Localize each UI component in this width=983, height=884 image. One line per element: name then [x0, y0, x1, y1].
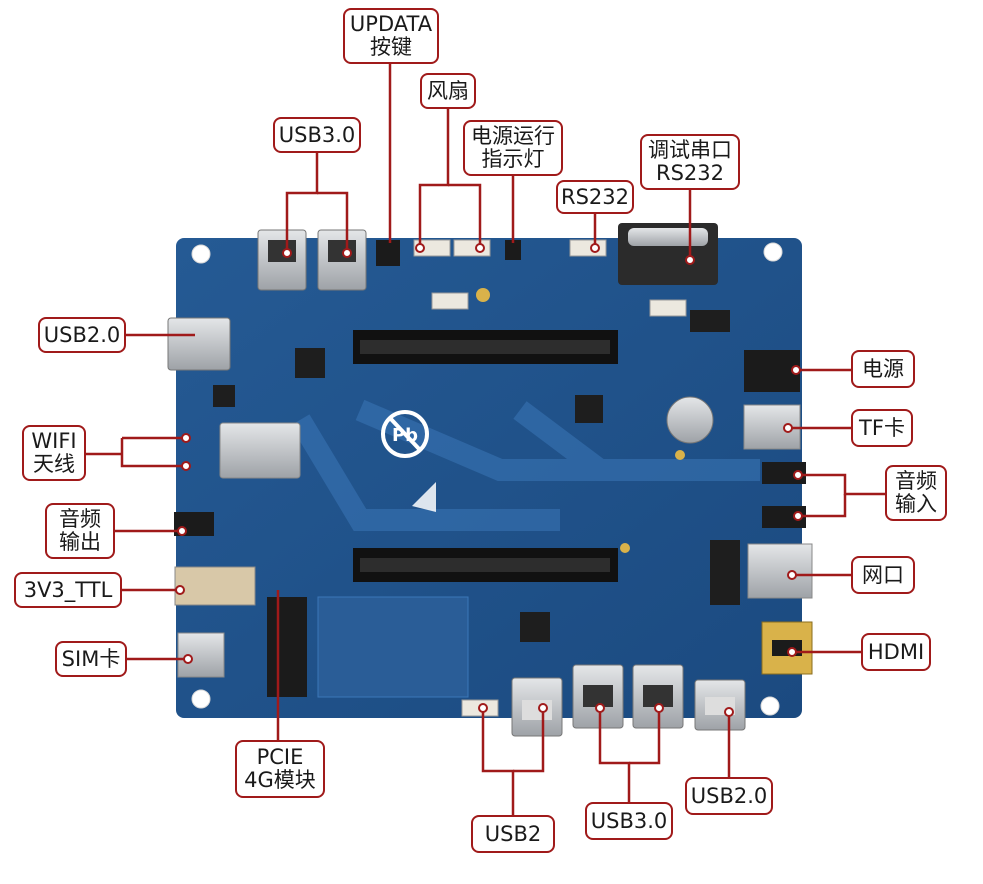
label-ttl-text: 3V3_TTL: [23, 577, 113, 602]
label-audio-out: 音频 输出: [45, 503, 115, 559]
gold-pads: [476, 288, 685, 553]
wifi-module: [219, 422, 301, 479]
label-wifi: WIFI 天线: [22, 425, 86, 481]
label-fan: 风扇: [420, 73, 476, 109]
label-audio-in: 音频 输入: [885, 465, 947, 521]
label-usb30-bottom: USB3.0: [585, 802, 673, 840]
label-usb20-left: USB2.0: [38, 317, 126, 353]
label-audio-in-line2: 输入: [895, 492, 937, 516]
label-usb20-bottom: USB2.0: [685, 777, 773, 815]
label-updata-button: UPDATA 按键: [343, 8, 439, 64]
label-ethernet: 网口: [851, 556, 915, 594]
label-updata-line1: UPDATA: [349, 12, 433, 36]
usb30-bottom-ports: [572, 664, 684, 729]
db9-serial-port: [618, 223, 718, 285]
label-wifi-line1: WIFI: [31, 429, 77, 453]
power-led: [505, 240, 521, 260]
label-usb20-left-text: USB2.0: [43, 322, 121, 347]
label-usb30-top: USB3.0: [273, 117, 361, 153]
coin-battery: [666, 396, 714, 444]
small-connector: [431, 292, 469, 310]
label-debug-serial-line1: 调试串口: [648, 138, 732, 162]
label-power-led-line2: 指示灯: [481, 147, 545, 171]
small-connector-2: [649, 299, 687, 317]
leader-dots: [175, 243, 803, 717]
label-ethernet-text: 网口: [862, 562, 904, 587]
label-debug-serial: 调试串口 RS232: [640, 134, 740, 190]
label-power-led-line1: 电源运行: [471, 124, 555, 148]
updata-button: [376, 240, 400, 266]
pcie-slot: [267, 597, 307, 697]
label-usb2-bottom: USB2: [471, 815, 555, 853]
label-tf-card: TF卡: [851, 409, 913, 447]
label-sim: SIM卡: [55, 641, 127, 677]
label-updata-line2: 按键: [370, 35, 412, 59]
label-hdmi: HDMI: [861, 633, 931, 671]
usb20-left-port: [167, 317, 231, 371]
warning-triangle-icon: [412, 482, 436, 512]
label-ttl: 3V3_TTL: [14, 572, 122, 608]
label-pcie-line1: PCIE: [256, 745, 304, 769]
expansion-slot-bottom: [353, 548, 618, 582]
label-fan-text: 风扇: [427, 78, 469, 103]
no-lead-icon: [381, 410, 429, 458]
label-audio-in-line1: 音频: [895, 469, 937, 493]
label-power-led: 电源运行 指示灯: [463, 120, 563, 176]
label-usb30-bottom-text: USB3.0: [590, 808, 668, 833]
label-usb20-bottom-text: USB2.0: [690, 783, 768, 808]
label-sim-text: SIM卡: [61, 646, 121, 671]
label-usb30-top-text: USB3.0: [278, 122, 356, 147]
label-audio-out-line2: 输出: [59, 530, 101, 554]
power-jack: [744, 350, 800, 392]
label-power-text: 电源: [862, 356, 904, 381]
label-tf-card-text: TF卡: [859, 415, 905, 440]
usb2-bottom-port: [511, 677, 563, 737]
expansion-slot-top: [353, 330, 618, 364]
label-pcie: PCIE 4G模块: [235, 740, 325, 798]
label-debug-serial-line2: RS232: [655, 161, 724, 185]
label-power: 电源: [851, 350, 915, 388]
label-rs232-text: RS232: [561, 184, 630, 209]
label-pcie-line2: 4G模块: [244, 768, 316, 792]
pcie-card-area: [317, 596, 469, 698]
ethernet-port: [747, 543, 813, 599]
label-audio-out-line1: 音频: [59, 507, 101, 531]
label-hdmi-text: HDMI: [867, 639, 925, 664]
usb20-bottom-port: [694, 679, 746, 731]
no-lead-icon-text: Pb: [392, 425, 418, 446]
label-usb2-bottom-text: USB2: [484, 821, 542, 846]
label-rs232: RS232: [556, 180, 634, 214]
board-traces: [290, 399, 760, 531]
sim-slot: [177, 632, 225, 678]
ttl-headers: [174, 566, 256, 606]
chips: [213, 310, 740, 642]
label-wifi-line2: 天线: [33, 452, 75, 476]
usb30-top-ports: [257, 229, 367, 291]
rs232-connector: [569, 239, 607, 257]
audio-in-jack-2: [762, 506, 806, 528]
leader-lines: [85, 63, 885, 815]
